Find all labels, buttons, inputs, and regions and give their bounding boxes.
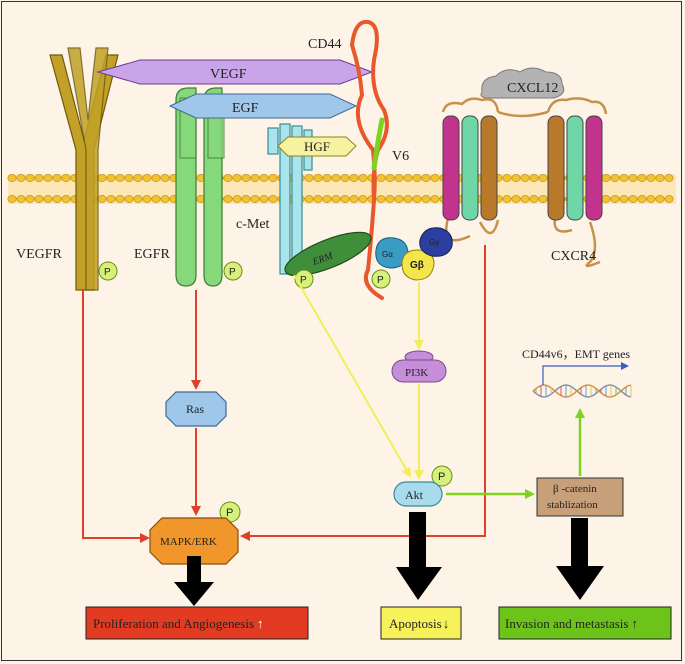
pi3k-node (391, 350, 447, 383)
ggamma-label: Gγ (429, 238, 439, 247)
hgf-ligand (277, 136, 357, 157)
v6-label: V6 (392, 149, 409, 164)
erm-protein (284, 231, 372, 277)
cmet-label: c-Met (236, 217, 270, 232)
dna-helix (532, 384, 632, 398)
proliferation-label: Proliferation and Angiogenesis↑ (93, 616, 264, 631)
hgf-label: HGF (304, 139, 330, 154)
yellow-signal-arrows (293, 274, 424, 480)
p-badge-galpha (371, 269, 391, 289)
proliferation-box (85, 606, 309, 640)
vegfr-label: VEGFR (16, 247, 63, 262)
egf-ligand (168, 93, 358, 119)
p-label-egfr: P (229, 267, 236, 278)
g-protein-complex (375, 227, 453, 281)
outcome-boxes (85, 606, 672, 640)
vegf-label: VEGF (210, 67, 247, 82)
p-label-mapk: P (226, 507, 233, 519)
akt-node (393, 481, 443, 507)
cxcr4-label: CXCR4 (551, 249, 596, 264)
invasion-up-arrow: ↑ (631, 616, 638, 631)
cd44-receptor (349, 19, 389, 300)
bcatenin-label-1: β -catenin (553, 483, 597, 495)
arrow-erm-to-akt (293, 274, 411, 478)
transcription-arrow (542, 362, 629, 385)
outcome-labels: Proliferation and Angiogenesis↑ Apoptosi… (93, 616, 638, 631)
ras-label: Ras (186, 402, 204, 416)
akt-label: Akt (405, 488, 424, 502)
v6-domain (371, 117, 385, 171)
gbeta-label: Gβ (410, 260, 424, 271)
bcatenin-label-2: stablization (547, 499, 598, 511)
bcatenin-node (536, 477, 624, 517)
p-label-vegfr: P (104, 267, 111, 278)
apoptosis-down-arrow: ↓ (443, 616, 450, 631)
mapk-erk-node (149, 517, 239, 565)
labels: CD44 VEGF EGF HGF CXCL12 V6 c-Met VEGFR … (16, 37, 630, 548)
arrow-akt-outcome (396, 512, 442, 600)
outcome-arrows (174, 512, 604, 606)
vegfr-receptor (49, 47, 119, 291)
cxcr4-receptor (441, 97, 608, 268)
green-signal-arrows (446, 408, 585, 499)
pi3k-label: PI3K (405, 367, 428, 379)
proliferation-up-arrow: ↑ (257, 616, 264, 631)
genes-label: CD44v6，EMT genes (522, 347, 630, 361)
p-label-akt: P (438, 471, 445, 483)
apoptosis-label: Apoptosis↓ (389, 616, 449, 631)
egf-label: EGF (232, 101, 259, 116)
arrow-cxcr4-to-mapk (240, 245, 486, 541)
red-signal-arrows (82, 245, 486, 543)
phospho-badges (98, 261, 453, 523)
apoptosis-box (380, 606, 462, 640)
invasion-label: Invasion and metastasis↑ (505, 616, 638, 631)
p-badge-vegfr (98, 261, 118, 281)
invasion-box (498, 606, 672, 640)
p-badge-akt (431, 465, 453, 487)
cxcl12-label: CXCL12 (507, 81, 558, 96)
cd44-label: CD44 (308, 37, 341, 52)
p-badge-egfr (223, 261, 243, 281)
p-label-galpha: P (377, 275, 384, 286)
p-label-cmet: P (300, 275, 307, 286)
arrow-vegfr-to-mapk (82, 290, 150, 543)
ras-node (165, 391, 227, 427)
arrow-mapk-outcome (174, 556, 214, 606)
arrow-bcatenin-outcome (556, 518, 604, 600)
cxcl12-ligand (480, 67, 565, 99)
egfr-label: EGFR (134, 247, 170, 262)
mapk-label: MAPK/ERK (160, 536, 217, 548)
galpha-label: Gα (382, 250, 393, 259)
